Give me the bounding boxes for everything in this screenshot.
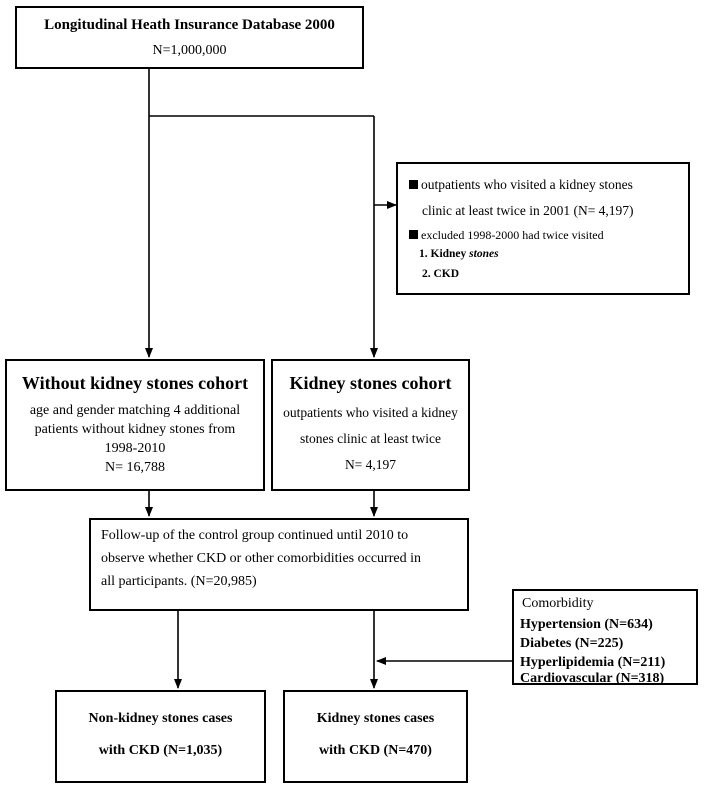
comorbidity-cardiovascular: Cardiovascular (N=318) (520, 671, 665, 686)
outcome-stones-line-2: with CKD (N=470) (319, 743, 432, 758)
stones-cohort-box: Kidney stones cohort outpatients who vis… (271, 359, 470, 491)
exclusion-sub-item-2: 2. CKD (422, 268, 460, 280)
exclusion-item-1-line-2: clinic at least twice in 2001 (N= 4,197) (422, 203, 634, 218)
database-title: Longitudinal Heath Insurance Database 20… (44, 17, 335, 33)
control-cohort-count: N= 16,788 (104, 460, 165, 475)
control-cohort-title: Without kidney stones cohort (21, 373, 249, 393)
exclusion-item-2: excluded 1998-2000 had twice visited (409, 229, 604, 241)
stones-cohort-title: Kidney stones cohort (289, 373, 452, 393)
comorbidity-hyperlipidemia: Hyperlipidemia (N=211) (520, 655, 666, 670)
control-cohort-line-1: age and gender matching 4 additional (29, 403, 241, 418)
stones-cohort-count: N= 4,197 (344, 457, 397, 472)
database-box: Longitudinal Heath Insurance Database 20… (15, 6, 364, 69)
exclusion-item-1: outpatients who visited a kidney stones (409, 178, 633, 192)
control-cohort-line-3: 1998-2010 (104, 441, 166, 456)
outcome-control-line-2: with CKD (N=1,035) (98, 743, 223, 758)
followup-line-2: observe whether CKD or other comorbiditi… (101, 551, 421, 566)
exclusion-box: outpatients who visited a kidney stones … (396, 162, 690, 295)
outcome-stones-box: Kidney stones cases with CKD (N=470) (283, 690, 468, 783)
followup-line-1: Follow-up of the control group continued… (101, 528, 409, 543)
exclusion-sub-item-1-italic: stones (469, 248, 499, 260)
control-cohort-box: Without kidney stones cohort age and gen… (5, 359, 265, 491)
exclusion-sub-item-1-number: 1. (419, 248, 428, 260)
exclusion-item-2-text: excluded 1998-2000 had twice visited (421, 228, 604, 242)
followup-line-3: all participants. (N=20,985) (101, 574, 257, 589)
outcome-control-line-1: Non-kidney stones cases (88, 711, 233, 726)
stones-cohort-line-2: stones clinic at least twice (300, 431, 441, 446)
exclusion-item-1-line-1: outpatients who visited a kidney stones (421, 177, 633, 192)
comorbidity-heading: Comorbidity (522, 596, 594, 611)
comorbidity-hypertension: Hypertension (N=634) (520, 617, 653, 632)
bullet-square-icon (409, 180, 418, 189)
followup-box: Follow-up of the control group continued… (89, 518, 469, 611)
database-count: N=1,000,000 (152, 43, 227, 58)
exclusion-sub-item-1-bold: Kidney (430, 248, 467, 260)
outcome-control-box: Non-kidney stones cases with CKD (N=1,03… (55, 690, 266, 783)
stones-cohort-line-1: outpatients who visited a kidney (283, 405, 458, 420)
outcome-stones-line-1: Kidney stones cases (316, 711, 435, 726)
exclusion-sub-item-1: 1. Kidney stones (419, 248, 499, 261)
comorbidity-box: Comorbidity Hypertension (N=634) Diabete… (512, 589, 698, 686)
control-cohort-line-2: patients without kidney stones from (34, 422, 236, 437)
bullet-square-icon (409, 230, 418, 239)
comorbidity-diabetes: Diabetes (N=225) (520, 636, 624, 651)
